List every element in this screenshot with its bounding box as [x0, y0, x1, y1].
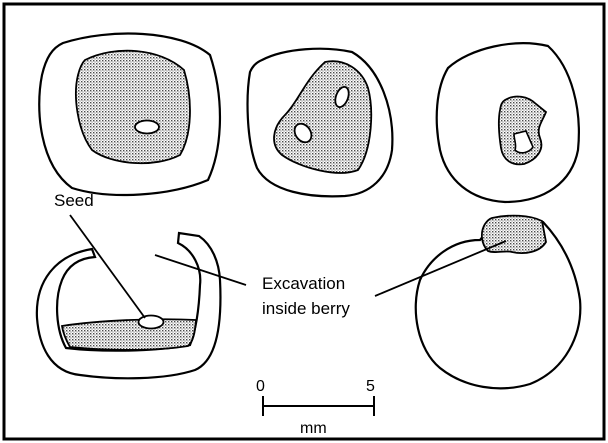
berry-top-middle — [248, 49, 393, 197]
seed-hole — [135, 121, 159, 134]
scale-end-label: 5 — [366, 378, 375, 395]
excavation-label-line2: inside berry — [262, 299, 350, 318]
seed-label: Seed — [54, 191, 94, 210]
berry-top-right — [437, 43, 579, 202]
seed-leader-line — [70, 215, 145, 318]
berry-wall — [37, 233, 221, 378]
excavation-area — [76, 51, 190, 164]
excavation-label-line1: Excavation — [262, 274, 345, 293]
berry-top-left — [39, 34, 220, 195]
seed — [139, 316, 164, 329]
excavation-area — [499, 97, 546, 165]
scale-start-label: 0 — [256, 378, 265, 395]
berry-bottom-left-section — [37, 233, 221, 378]
scale-bar: 0 5 mm — [256, 378, 375, 437]
scale-unit-label: mm — [300, 420, 327, 437]
excavation-floor — [62, 319, 196, 350]
berry-bottom-right — [416, 216, 581, 389]
